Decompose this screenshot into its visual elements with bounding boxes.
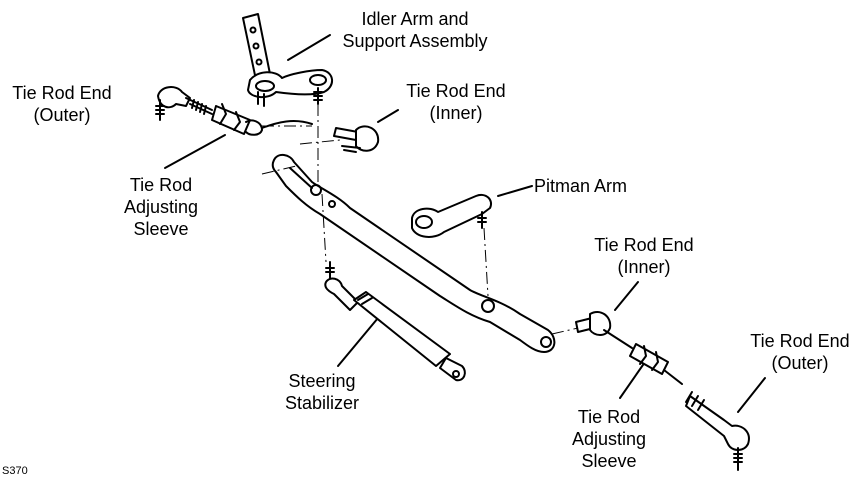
- right-inner-tie-rod-end: [575, 310, 633, 349]
- pitman-arm: [411, 194, 492, 238]
- label-line: Tie Rod End: [594, 235, 694, 255]
- label-line: Tie Rod End: [12, 83, 112, 103]
- top-inner-tie-rod-end: [333, 125, 380, 153]
- label-line: (Outer): [33, 105, 91, 125]
- label-tie-rod-adjusting-sleeve-left: Tie Rod Adjusting Sleeve: [106, 174, 216, 240]
- label-line: Pitman Arm: [534, 176, 628, 196]
- left-outer-tie-rod-end: [155, 86, 213, 121]
- label-tie-rod-end-inner-right: Tie Rod End (Inner): [584, 234, 704, 278]
- label-line: Support Assembly: [342, 31, 488, 51]
- leader-idler-arm: [287, 34, 331, 61]
- label-line: Idler Arm and: [361, 9, 469, 29]
- label-line: Sleeve: [581, 451, 637, 471]
- right-adjusting-sleeve: [629, 343, 683, 385]
- label-tie-rod-adjusting-sleeve-right: Tie Rod Adjusting Sleeve: [554, 406, 664, 472]
- left-adjusting-sleeve: [211, 103, 313, 136]
- idler-arm-assembly: [242, 13, 333, 107]
- label-line: (Inner): [617, 257, 671, 277]
- label-tie-rod-end-outer-right: Tie Rod End (Outer): [740, 330, 860, 374]
- alignment-line-pitman-vertical: [483, 227, 489, 297]
- label-line: Sleeve: [133, 219, 189, 239]
- label-steering-stabilizer: Steering Stabilizer: [270, 370, 374, 414]
- label-line: Adjusting: [571, 429, 647, 449]
- steering-stabilizer-part: [324, 261, 466, 382]
- center-link: [271, 154, 556, 353]
- leader-tie-rod-adjusting-sleeve-right: [619, 361, 646, 399]
- label-line: (Outer): [771, 353, 829, 373]
- leader-tie-rod-end-inner-top: [377, 109, 399, 123]
- label-line: Stabilizer: [284, 393, 360, 413]
- label-tie-rod-end-outer-left: Tie Rod End (Outer): [2, 82, 122, 126]
- alignment-line-top-inner: [299, 139, 341, 145]
- label-line: (Inner): [429, 103, 483, 123]
- leader-tie-rod-end-inner-right: [614, 281, 639, 311]
- leader-steering-stabilizer: [337, 317, 379, 367]
- label-line: Tie Rod End: [406, 81, 506, 101]
- label-pitman-arm: Pitman Arm: [534, 175, 640, 197]
- label-line: Adjusting: [123, 197, 199, 217]
- label-line: Tie Rod: [129, 175, 193, 195]
- alignment-line-right-inner: [551, 327, 579, 335]
- label-line: Steering: [288, 371, 356, 391]
- alignment-line-stabilizer-vertical: [321, 193, 327, 263]
- alignment-line-center-horizontal: [261, 165, 297, 175]
- label-line: Tie Rod: [577, 407, 641, 427]
- figure-id: S370: [2, 465, 28, 477]
- label-tie-rod-end-inner-top: Tie Rod End (Inner): [396, 80, 516, 124]
- leader-pitman-arm: [497, 185, 533, 197]
- right-outer-tie-rod-end: [685, 391, 750, 471]
- label-idler-arm-and-support-assembly: Idler Arm and Support Assembly: [330, 8, 500, 52]
- leader-tie-rod-adjusting-sleeve-left: [164, 134, 226, 169]
- leader-tie-rod-end-outer-right: [737, 377, 766, 413]
- label-line: Tie Rod End: [750, 331, 850, 351]
